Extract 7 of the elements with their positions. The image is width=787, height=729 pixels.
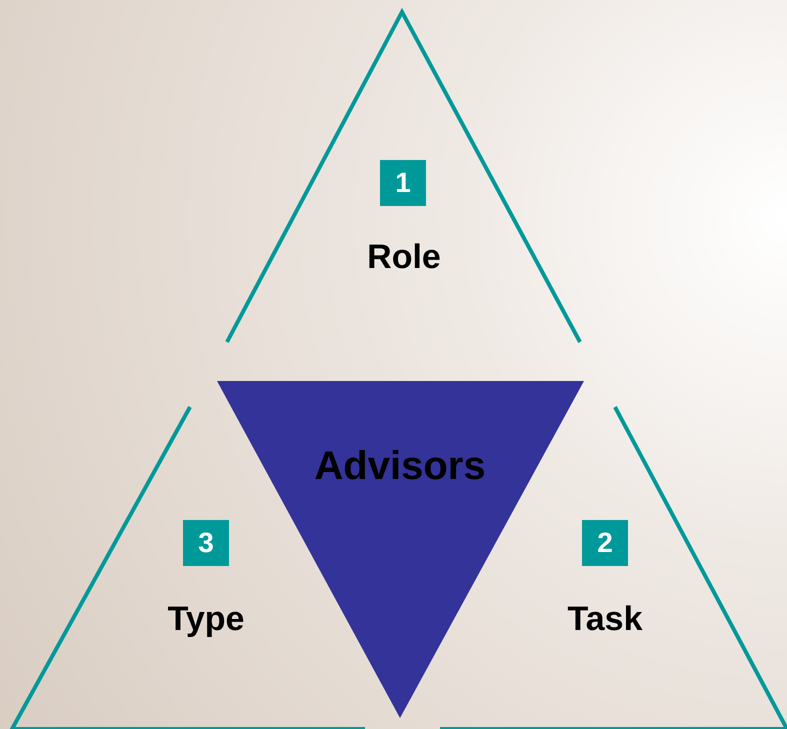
number-badge: 1 (380, 160, 426, 206)
triangle-label: Type (168, 600, 244, 639)
triangle-label: Task (568, 600, 642, 639)
triangle-label: Advisors (314, 444, 486, 489)
number-badge: 2 (582, 520, 628, 566)
number-badge: 3 (183, 520, 229, 566)
triangle-label: Role (367, 238, 441, 277)
